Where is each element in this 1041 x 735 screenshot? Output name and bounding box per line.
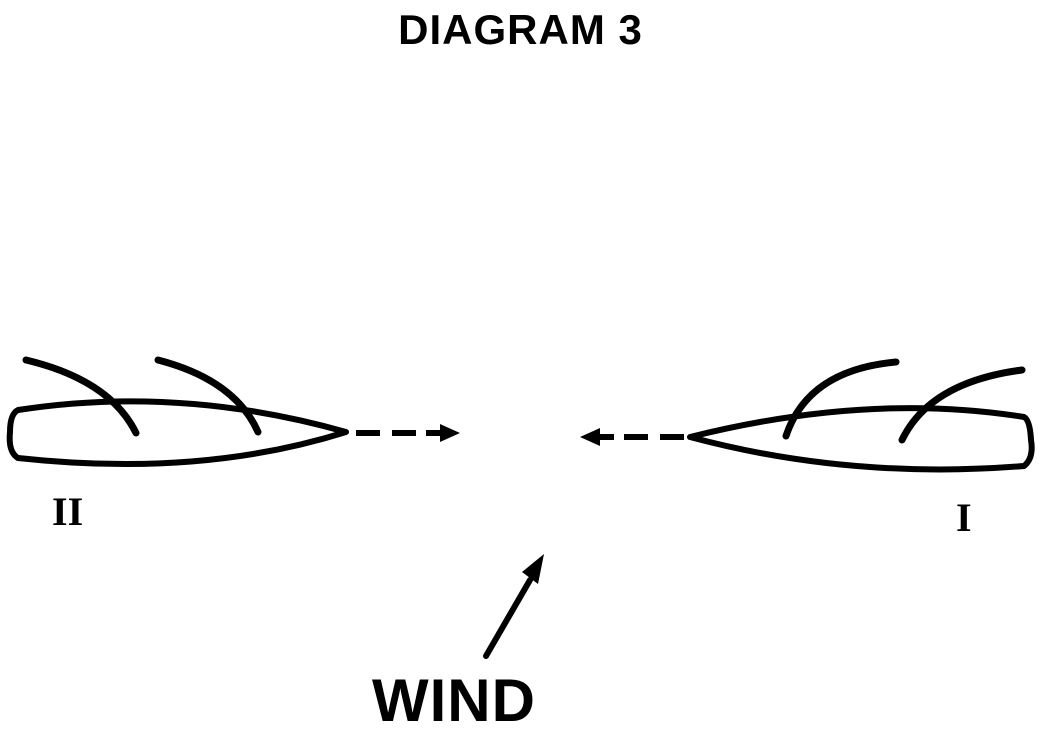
boat-ii-sail-back xyxy=(154,356,262,436)
boat-ii-heading-arrow xyxy=(356,424,460,442)
boat-i-hull xyxy=(687,405,1035,473)
boat-i-heading-arrow xyxy=(580,428,684,446)
diagram-title: DIAGRAM 3 xyxy=(398,6,643,53)
boat-ii xyxy=(6,356,349,468)
boat-i-sail-back xyxy=(782,358,900,440)
boat-ii-label: II xyxy=(52,489,84,534)
boat-ii-sail-front xyxy=(22,356,140,437)
boat-ii-hull xyxy=(6,398,349,468)
boat-i xyxy=(687,358,1035,473)
boat-i-label: I xyxy=(956,495,972,540)
wind-label: WIND xyxy=(372,667,536,734)
boat-i-sail-front xyxy=(898,366,1026,444)
wind-arrow xyxy=(483,554,544,659)
